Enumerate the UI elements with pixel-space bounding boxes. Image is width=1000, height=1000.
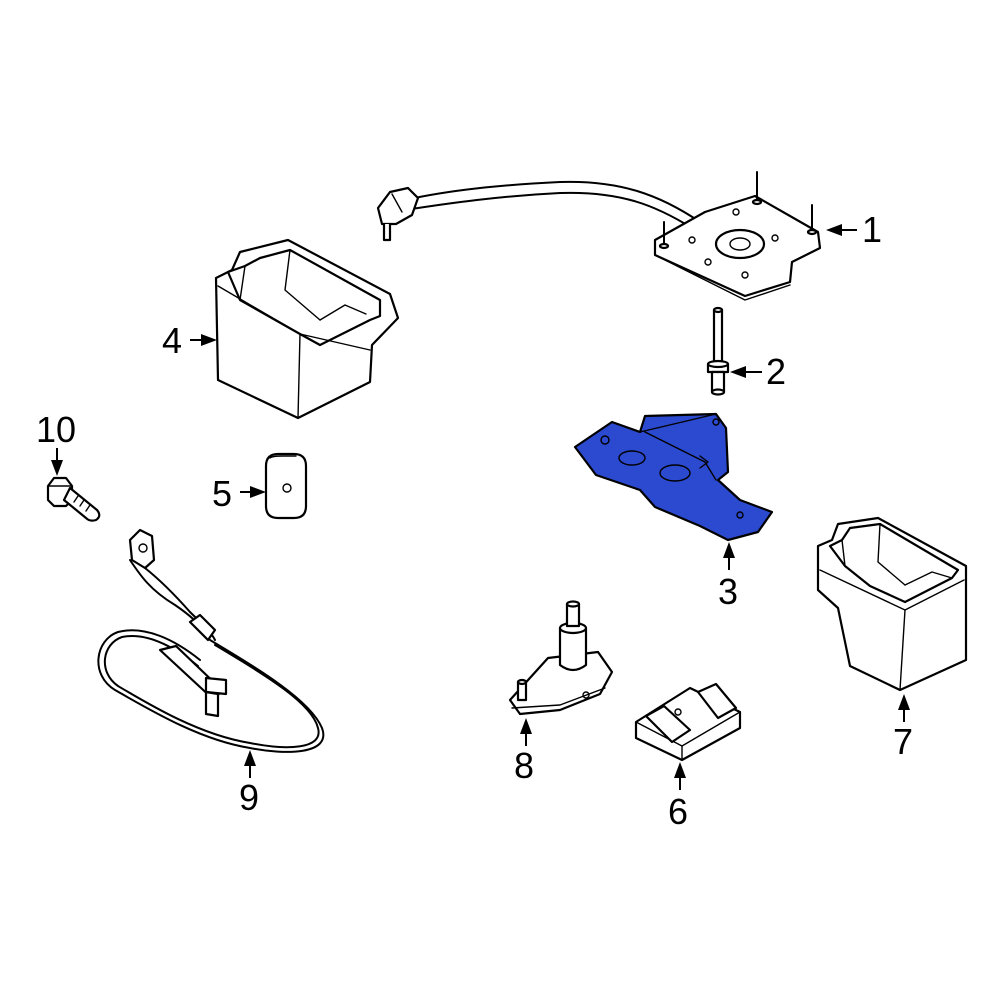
support-bracket-post[interactable] — [508, 600, 614, 716]
callout-4: 4 — [162, 320, 217, 361]
callout-label-1: 1 — [862, 209, 882, 250]
callout-2: 2 — [730, 351, 786, 392]
square-spacer[interactable] — [264, 452, 308, 520]
storage-bin[interactable] — [214, 238, 400, 420]
callout-label-5: 5 — [212, 473, 232, 514]
mounting-bracket[interactable] — [573, 412, 774, 542]
support-pad[interactable] — [634, 682, 742, 762]
arrowhead — [51, 460, 63, 476]
callout-9: 9 — [239, 750, 259, 818]
callout-label-10: 10 — [36, 409, 76, 450]
callout-8: 8 — [514, 718, 534, 786]
callout-label-7: 7 — [893, 721, 913, 762]
arrowhead — [826, 224, 842, 236]
callout-5: 5 — [212, 473, 266, 514]
spare-tire-carrier-plate[interactable] — [376, 171, 822, 301]
callout-7: 7 — [893, 694, 913, 762]
arrowhead — [201, 334, 217, 346]
callout-10: 10 — [36, 409, 76, 476]
arrowhead — [674, 762, 686, 778]
arrowhead — [520, 718, 532, 734]
callout-1: 1 — [826, 209, 882, 250]
arrowhead — [730, 366, 746, 378]
stud-pin[interactable] — [706, 306, 730, 396]
mounting-bracket-highlight — [573, 412, 774, 542]
arrowhead — [244, 750, 256, 766]
callout-3: 3 — [718, 542, 738, 612]
arrowhead — [723, 542, 735, 558]
bolt[interactable] — [46, 476, 101, 522]
callout-6: 6 — [668, 762, 688, 832]
callout-label-3: 3 — [718, 571, 738, 612]
arrowhead — [250, 486, 266, 498]
side-bin[interactable] — [816, 516, 968, 692]
arrowhead — [898, 694, 910, 710]
callout-label-2: 2 — [766, 351, 786, 392]
release-cable[interactable] — [97, 528, 325, 753]
callout-label-9: 9 — [239, 777, 259, 818]
callout-label-4: 4 — [162, 320, 182, 361]
callout-label-8: 8 — [514, 745, 534, 786]
callout-label-6: 6 — [668, 791, 688, 832]
